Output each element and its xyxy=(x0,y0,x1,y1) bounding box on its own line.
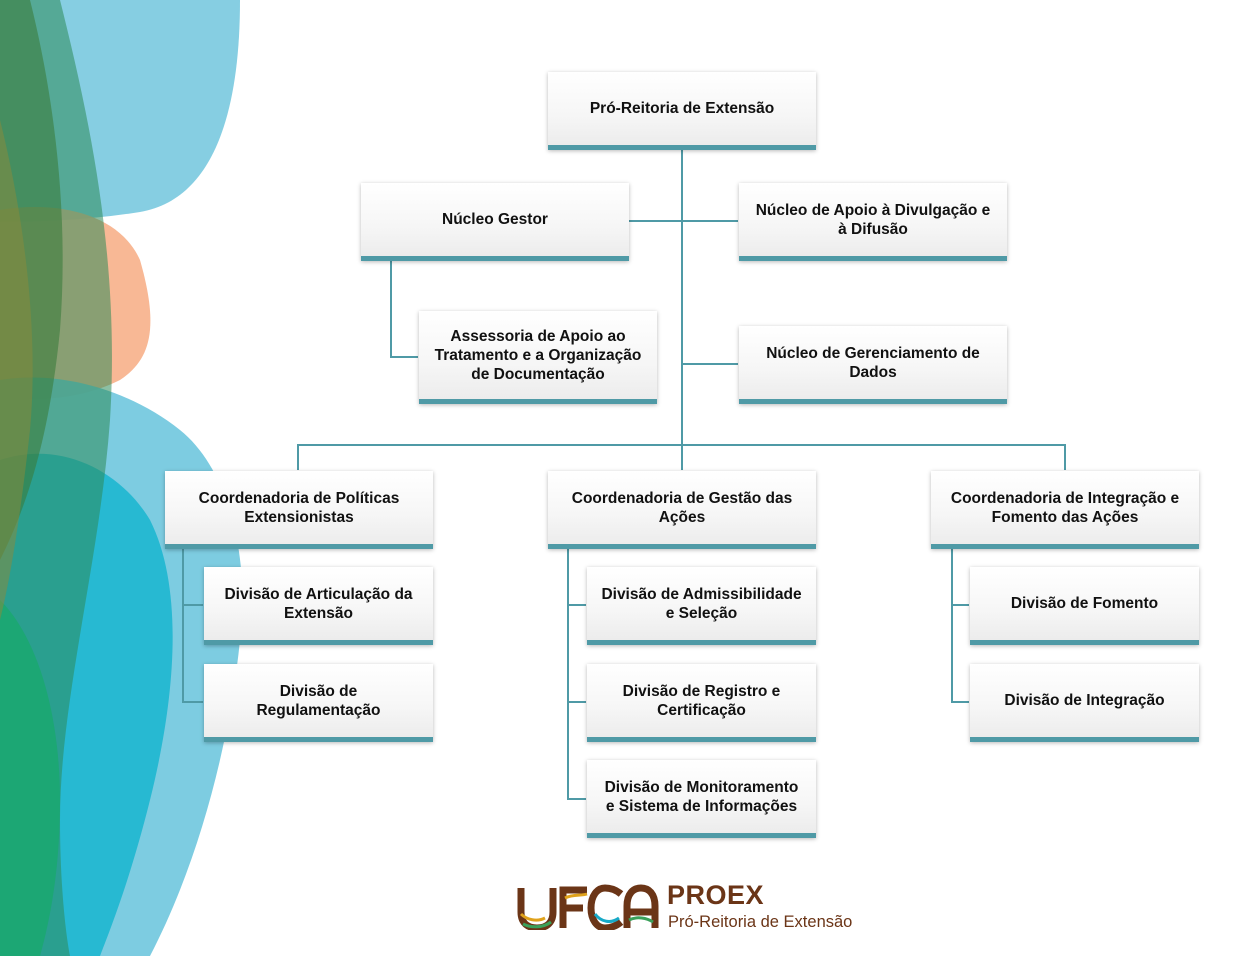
node-div-regulamentacao: Divisão de Regulamentação xyxy=(204,664,433,742)
node-nucleo-gerenciamento-dados: Núcleo de Gerenciamento de Dados xyxy=(739,326,1007,404)
node-coord-gestao: Coordenadoria de Gestão das Ações xyxy=(548,471,816,549)
node-pro-reitoria: Pró-Reitoria de Extensão xyxy=(548,72,816,150)
node-div-integracao: Divisão de Integração xyxy=(970,664,1199,742)
node-div-fomento: Divisão de Fomento xyxy=(970,567,1199,645)
node-div-articulacao: Divisão de Articulação da Extensão xyxy=(204,567,433,645)
proex-logo: PROEX Pró-Reitoria de Extensão xyxy=(517,880,857,932)
node-div-registro: Divisão de Registro e Certificação xyxy=(587,664,816,742)
node-div-admissibilidade: Divisão de Admissibilidade e Seleção xyxy=(587,567,816,645)
ufca-wordmark-logo xyxy=(517,884,659,930)
node-coord-politicas: Coordenadoria de Políticas Extensionista… xyxy=(165,471,433,549)
node-coord-integracao: Coordenadoria de Integração e Fomento da… xyxy=(931,471,1199,549)
node-nucleo-apoio-divulgacao: Núcleo de Apoio à Divulgação e à Difusão xyxy=(739,183,1007,261)
node-nucleo-gestor: Núcleo Gestor xyxy=(361,183,629,261)
logo-title: PROEX xyxy=(667,880,765,910)
node-assessoria-documentacao: Assessoria de Apoio ao Tratamento e a Or… xyxy=(419,311,657,404)
logo-subtitle: Pró-Reitoria de Extensão xyxy=(668,913,853,931)
node-div-monitoramento: Divisão de Monitoramento e Sistema de In… xyxy=(587,760,816,838)
